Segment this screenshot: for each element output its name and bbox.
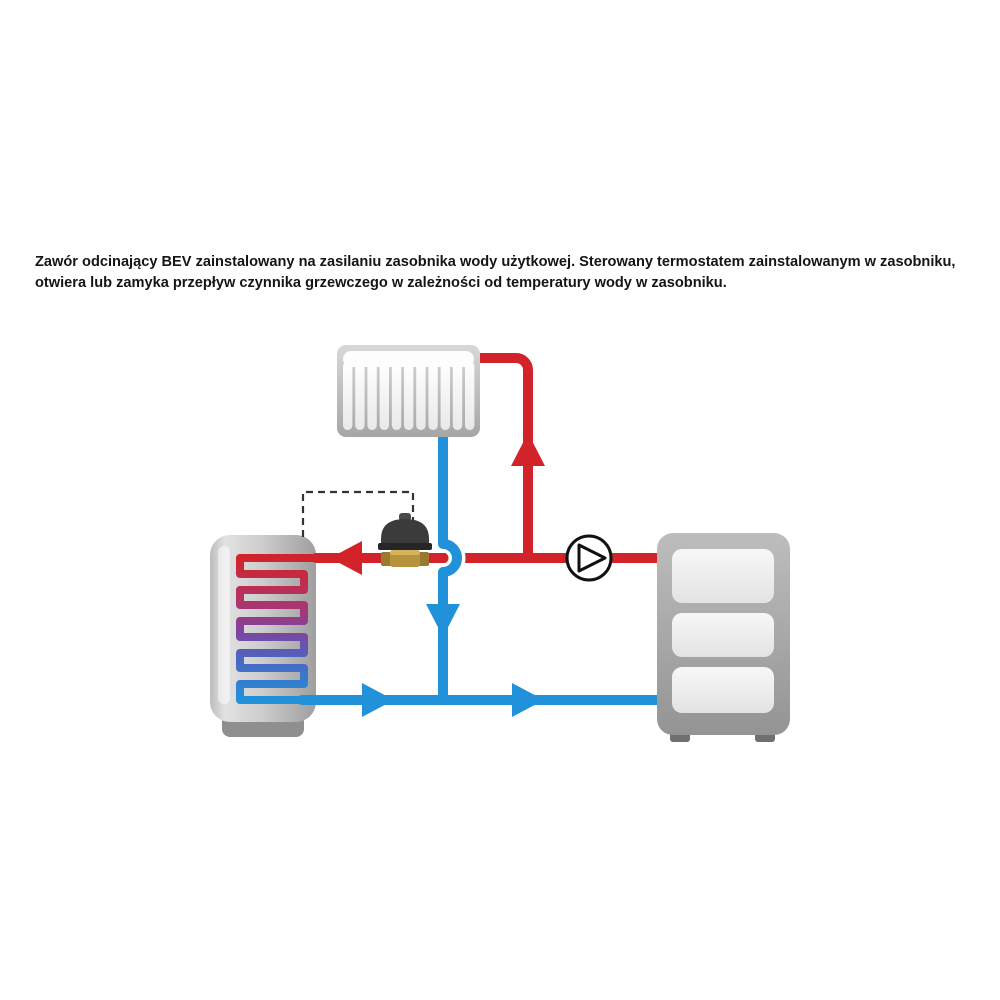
arrow-radiator-return-down: [426, 604, 460, 637]
tank-body: [210, 535, 316, 722]
boiler-panel-middle: [672, 613, 774, 657]
pump-impeller-triangle: [577, 543, 607, 573]
valve-actuator-dome: [381, 519, 429, 547]
radiator: [337, 345, 480, 437]
radiator-top-band: [343, 351, 474, 367]
arrow-supply-up-to-radiator: [511, 433, 545, 466]
circulation-pump: [565, 534, 613, 582]
thermostat-control-line: [301, 490, 415, 537]
valve-nut-left: [381, 552, 392, 566]
tank-heat-exchanger-coil: [236, 554, 320, 704]
bev-shutoff-valve: [378, 513, 432, 567]
valve-nut-right: [418, 552, 429, 566]
dhw-tank: [210, 535, 320, 737]
arrow-return-right-2: [512, 683, 544, 717]
boiler-panel-top: [672, 549, 774, 603]
radiator-fins: [343, 362, 475, 430]
boiler: [657, 533, 790, 742]
boiler-panel-bottom: [672, 667, 774, 713]
radiator-return-pipe: [438, 421, 462, 705]
valve-actuator-nub: [399, 513, 411, 521]
flow-arrows: [330, 433, 545, 717]
valve-body-highlight: [390, 550, 420, 555]
arrow-return-right-1: [362, 683, 394, 717]
supply-radiator-riser: [453, 353, 533, 563]
valve-actuator-base: [378, 543, 432, 550]
caption-text: Zawór odcinający BEV zainstalowany na za…: [35, 254, 956, 291]
arrow-supply-into-tank: [330, 541, 362, 575]
tank-highlight: [218, 546, 230, 704]
